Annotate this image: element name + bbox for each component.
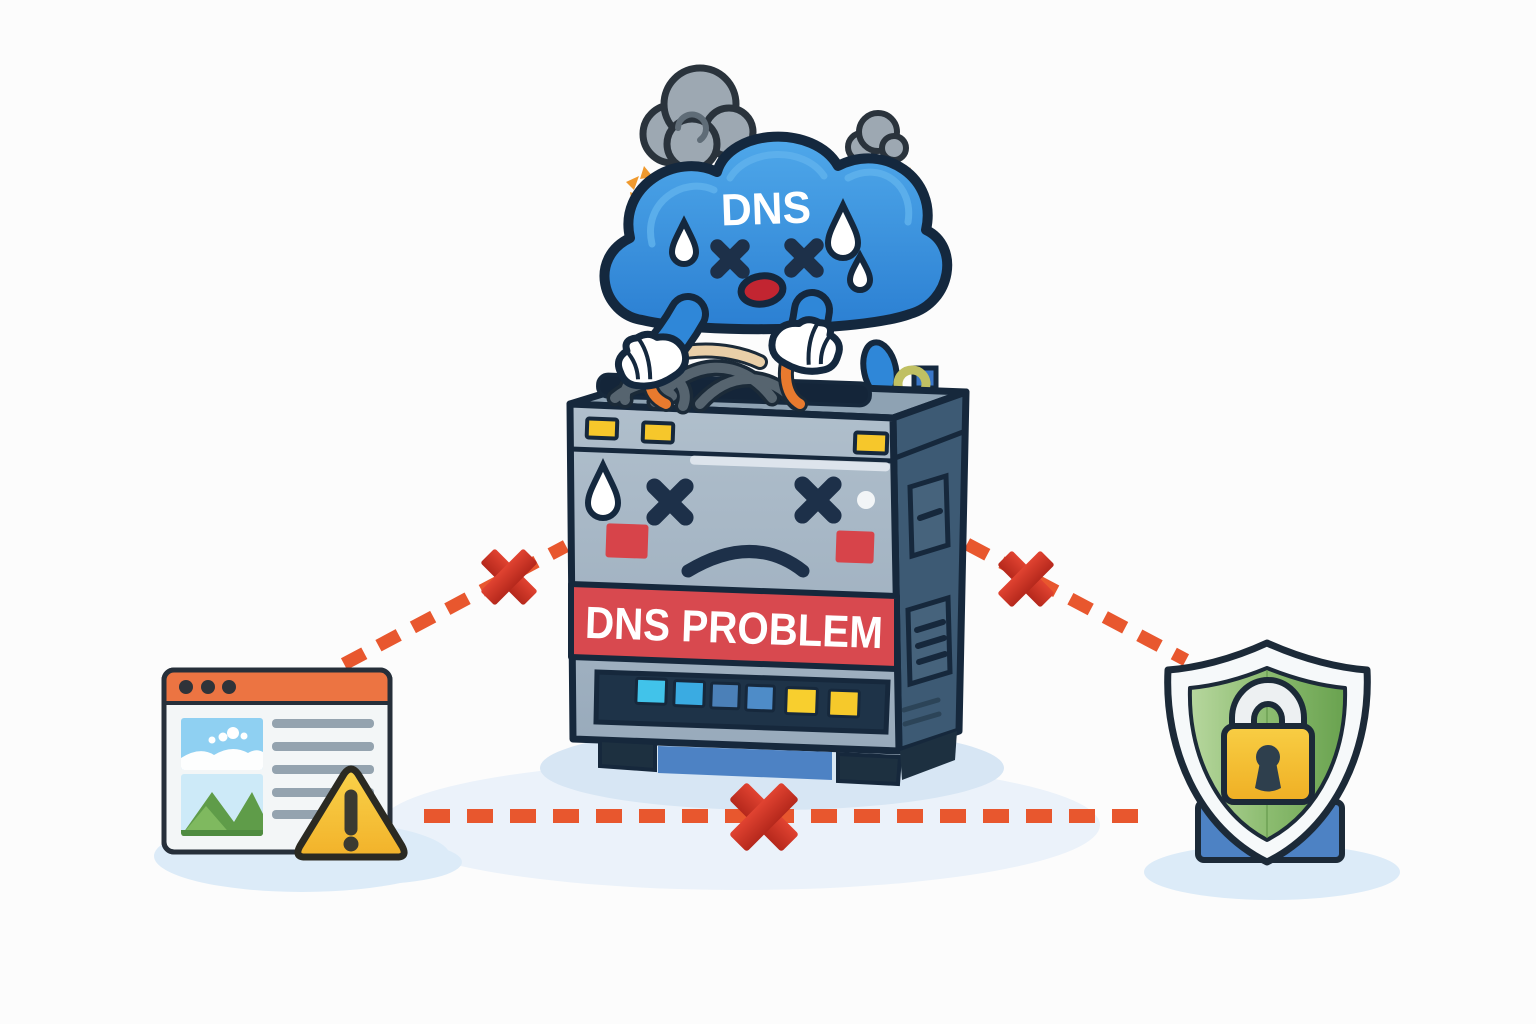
status-light-blue bbox=[672, 679, 707, 709]
padlock-shackle bbox=[1229, 677, 1307, 733]
smoke-puff-large bbox=[639, 64, 757, 173]
server-frown-mouth bbox=[681, 545, 810, 578]
blocked-x-icon-left bbox=[481, 549, 537, 605]
padlock-icon bbox=[1221, 677, 1315, 805]
cloud-mouth bbox=[737, 272, 787, 308]
indicator-light-yellow bbox=[852, 430, 890, 456]
browser-thumbnail-sky bbox=[181, 718, 263, 770]
front-highlight bbox=[690, 455, 890, 472]
tangled-cables bbox=[606, 342, 808, 415]
blocked-x-icon-right bbox=[998, 551, 1054, 607]
smoke-swirl bbox=[675, 111, 709, 143]
server-x-eye-left-icon bbox=[646, 478, 694, 526]
keyhole-slot bbox=[1255, 762, 1281, 792]
indicator-light-yellow bbox=[584, 416, 620, 441]
status-light-yellow bbox=[784, 686, 819, 717]
server-status-lights bbox=[634, 676, 861, 719]
cloud-sweat-drops bbox=[668, 198, 874, 293]
server-cheek-left bbox=[605, 523, 649, 559]
server-banner-label: DNS PROBLEM bbox=[584, 597, 884, 658]
server-cheek-right bbox=[835, 530, 875, 564]
server-banner bbox=[568, 581, 900, 672]
status-light-yellow2 bbox=[827, 688, 861, 719]
cloud-hand-right bbox=[768, 316, 843, 375]
browser-thumbnail-mountains bbox=[181, 774, 263, 836]
dns-cloud-character: DNS bbox=[599, 131, 953, 335]
cloud-x-eye-left-icon bbox=[710, 239, 750, 279]
browser-text-line bbox=[272, 719, 374, 728]
server-sweat-drop bbox=[584, 458, 622, 521]
server-base-side bbox=[900, 731, 957, 780]
server-front-face: DNS PROBLEM bbox=[566, 400, 957, 787]
blocked-x-icon-bottom bbox=[730, 783, 798, 851]
cloud-label: DNS bbox=[720, 181, 812, 235]
browser-dot bbox=[179, 680, 193, 694]
browser-dot bbox=[201, 680, 215, 694]
dns-server: DNS PROBLEM bbox=[566, 372, 970, 787]
exclamation-dot bbox=[343, 836, 359, 852]
server-foot-right bbox=[836, 751, 903, 787]
security-shield-icon bbox=[1164, 639, 1371, 866]
browser-titlebar bbox=[164, 670, 390, 703]
browser-text-line bbox=[272, 742, 374, 751]
warning-triangle-icon bbox=[294, 765, 408, 861]
server-side-panel bbox=[889, 388, 970, 755]
cloud-hand-left bbox=[614, 330, 690, 390]
cloud-highlight bbox=[647, 151, 913, 248]
server-x-eye-right-icon bbox=[794, 476, 842, 524]
status-light-cyan bbox=[634, 676, 669, 706]
status-light-steel bbox=[709, 681, 741, 711]
server-foot-left bbox=[598, 737, 657, 773]
cloud-x-eye-right-icon bbox=[784, 238, 824, 278]
browser-dot bbox=[222, 680, 236, 694]
status-light-blue2 bbox=[744, 683, 776, 713]
server-status-strip bbox=[593, 669, 891, 735]
face-shine-dot bbox=[857, 491, 875, 509]
indicator-light-yellow bbox=[640, 420, 676, 445]
server-base-blue bbox=[658, 746, 832, 780]
